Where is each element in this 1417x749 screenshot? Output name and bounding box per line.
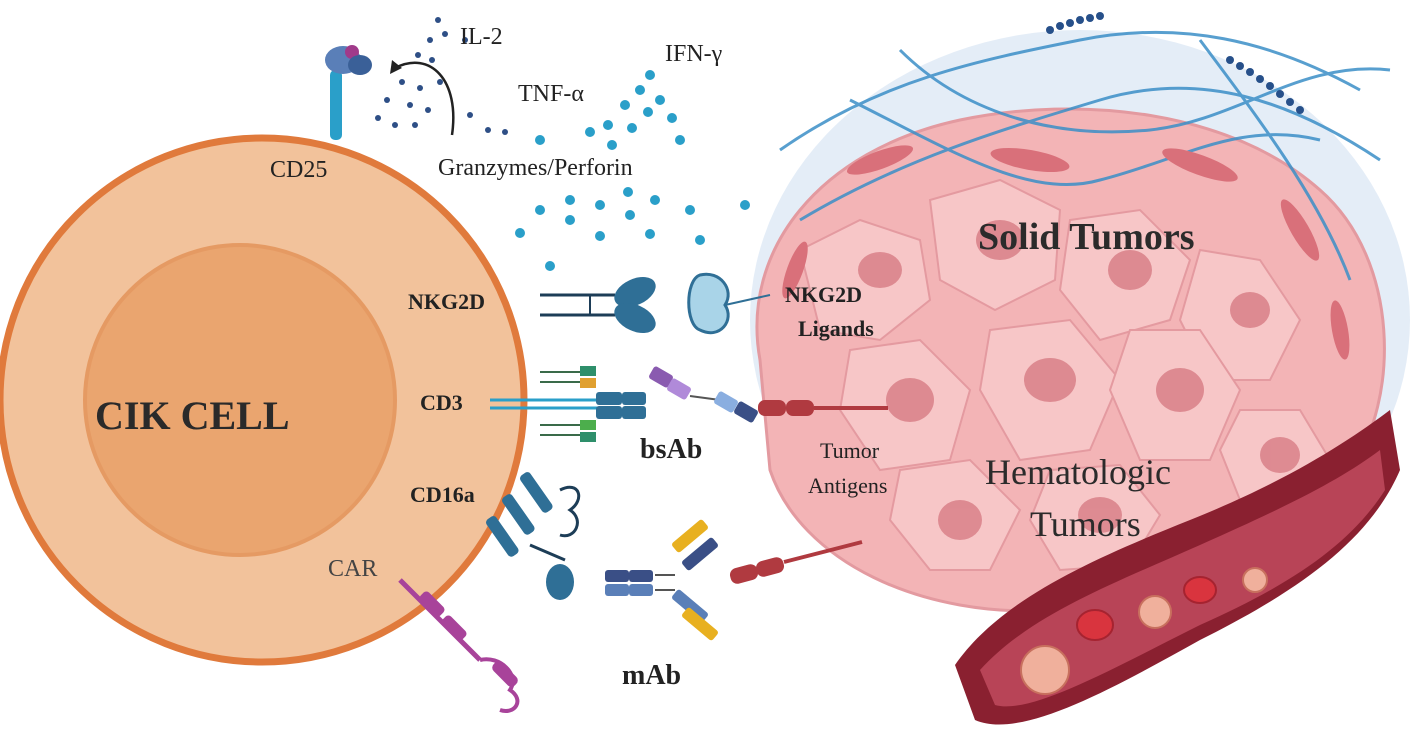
tumor-antigen-mab xyxy=(729,540,863,584)
bsab-label: bsAb xyxy=(640,434,703,465)
tumor-antigen-bsab xyxy=(758,400,888,416)
cik-cell-label: CIK CELL xyxy=(95,393,290,438)
ecm-fibers xyxy=(779,30,1391,281)
nkg2d-label: NKG2D xyxy=(408,289,485,314)
tumor-mass xyxy=(755,107,1386,613)
cik-cell xyxy=(0,134,528,666)
car-label: CAR xyxy=(328,556,378,582)
tnf-alpha-label: TNF-α xyxy=(518,81,584,107)
cd3-complex xyxy=(490,366,646,442)
cd3-label: CD3 xyxy=(420,390,463,415)
cd25-receptor xyxy=(325,45,372,140)
mab-label: mAb xyxy=(622,660,682,691)
car-receptor xyxy=(398,578,520,713)
cd16a-receptor xyxy=(486,472,581,600)
il2-label: IL-2 xyxy=(460,24,503,50)
il2-arrow xyxy=(394,61,455,136)
nkg2d-ligands-label-line1: NKG2D xyxy=(785,282,862,307)
blood-vessel xyxy=(955,410,1400,725)
nkg2d-ligands-label-line2: Ligands xyxy=(798,316,874,341)
ecm-bead-chains xyxy=(1046,12,1304,114)
tumor-antigens-label-line1: Tumor xyxy=(820,438,880,463)
cd25-label: CD25 xyxy=(270,157,328,183)
bispecific-antibody xyxy=(649,366,758,423)
ifn-gamma-label: IFN-γ xyxy=(665,41,723,67)
il2-molecules xyxy=(375,17,508,135)
cytokine-molecules xyxy=(515,70,750,271)
fibroblasts xyxy=(782,145,1350,360)
nkg2d-ligand xyxy=(687,272,771,335)
hematologic-tumors-label-line1: Hematologic xyxy=(985,452,1171,492)
nkg2d-receptor xyxy=(540,276,656,334)
cd16a-label: CD16a xyxy=(410,482,475,507)
granzymes-perforin-label: Granzymes/Perforin xyxy=(438,155,633,181)
solid-tumors-label: Solid Tumors xyxy=(978,216,1195,258)
monoclonal-antibody xyxy=(605,519,718,641)
tumor-antigens-label-line2: Antigens xyxy=(808,473,888,498)
il2-arrowhead xyxy=(390,60,402,74)
hematologic-tumors-label-line2: Tumors xyxy=(1030,504,1141,544)
